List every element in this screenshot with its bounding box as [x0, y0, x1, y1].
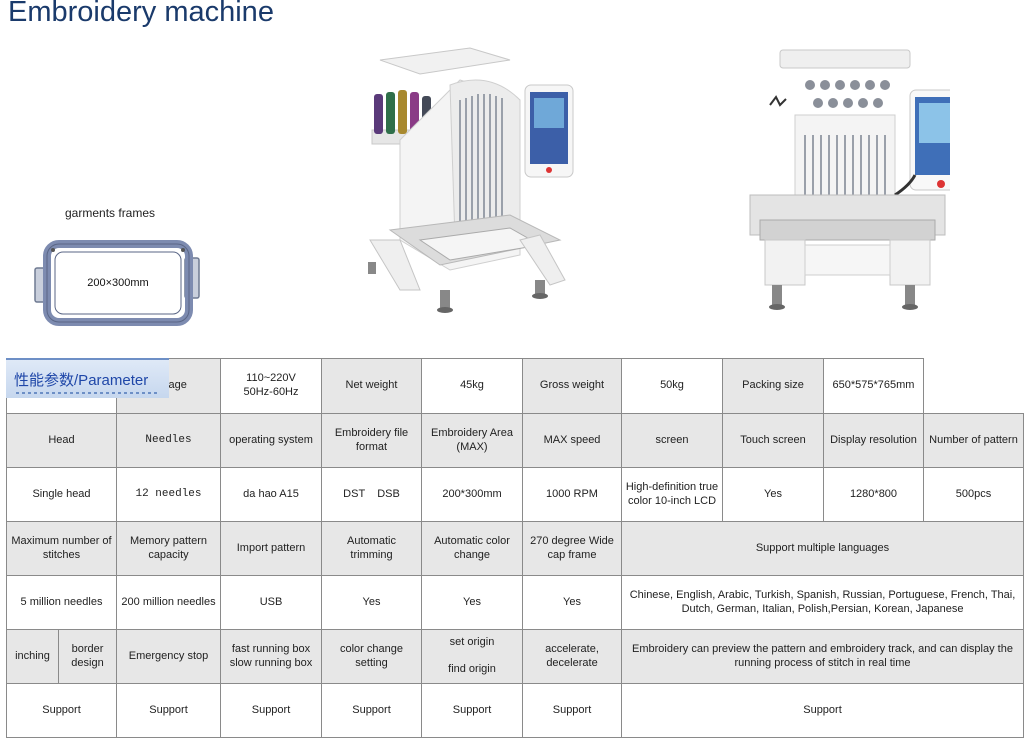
- badge-en: /Parameter: [74, 371, 149, 389]
- cell-gross-weight-value: 50kg: [621, 358, 723, 414]
- cell-packing-size-label: Packing size: [722, 358, 824, 414]
- cell-value: Support: [621, 683, 1024, 738]
- cell-value: Support: [321, 683, 422, 738]
- cell-header: Display resolution: [823, 413, 924, 468]
- cell-header: screen: [621, 413, 723, 468]
- cell-header: Touch screen: [722, 413, 824, 468]
- cell-header: border design: [58, 629, 117, 684]
- table-row: Head Needles operating system Embroidery…: [6, 413, 1024, 468]
- cell-value: Support: [522, 683, 622, 738]
- cell-header: Import pattern: [220, 521, 322, 576]
- cell-header: color change setting: [321, 629, 422, 684]
- cell-value: 500pcs: [923, 467, 1024, 522]
- cell-value: 1000 RPM: [522, 467, 622, 522]
- cell-value: Yes: [522, 575, 622, 630]
- cell-value: USB: [220, 575, 322, 630]
- table-row: Maximum number of stitches Memory patter…: [6, 521, 1024, 576]
- cell-value: da hao A15: [220, 467, 322, 522]
- cell-value: 1280*800: [823, 467, 924, 522]
- cell-value: 5 million needles: [6, 575, 117, 630]
- table-row: Single head 12 needles da hao A15 DST DS…: [6, 467, 1024, 522]
- parameter-badge: 性能参数/Parameter: [6, 358, 169, 398]
- embroidery-frame-image: 200×300mm: [33, 238, 203, 328]
- cell-header: Memory pattern capacity: [116, 521, 221, 576]
- cell-value: Yes: [421, 575, 523, 630]
- cell-net-weight-label: Net weight: [321, 358, 422, 414]
- cell-header: 270 degree Wide cap frame: [522, 521, 622, 576]
- page-title: Embroidery machine: [8, 0, 274, 28]
- cell-gross-weight-label: Gross weight: [522, 358, 622, 414]
- cell-value: 200 million needles: [116, 575, 221, 630]
- cell-header: Emergency stop: [116, 629, 221, 684]
- cell-header: set origin find origin: [421, 629, 523, 684]
- cell-value: 200*300mm: [421, 467, 523, 522]
- cell-net-weight-value: 45kg: [421, 358, 523, 414]
- cell-header: Automatic color change: [421, 521, 523, 576]
- cell-value: Single head: [6, 467, 117, 522]
- machine-angled-image: [360, 40, 590, 330]
- cell-header: Automatic trimming: [321, 521, 422, 576]
- cell-value: Support: [220, 683, 322, 738]
- cell-value: High-definition true color 10-inch LCD: [621, 467, 723, 522]
- cell-voltage-value: 110~220V 50Hz-60Hz: [220, 358, 322, 414]
- cell-header: operating system: [220, 413, 322, 468]
- cell-header: Support multiple languages: [621, 521, 1024, 576]
- cell-value: Yes: [722, 467, 824, 522]
- cell-header: Head: [6, 413, 117, 468]
- table-row: inching border design Emergency stop fas…: [6, 629, 1024, 684]
- cell-packing-size-value: 650*575*765mm: [823, 358, 924, 414]
- frame-size: 200×300mm: [87, 277, 149, 289]
- frame-icon: [34, 240, 200, 326]
- cell-header: Embroidery file format: [321, 413, 422, 468]
- badge-text: 性能参数/Parameter: [6, 369, 148, 390]
- cell-header: Embroidery Area (MAX): [421, 413, 523, 468]
- cell-header: accelerate, decelerate: [522, 629, 622, 684]
- cell-value: 12 needles: [116, 467, 221, 522]
- cell-header: Number of pattern: [923, 413, 1024, 468]
- cell-value: Support: [421, 683, 523, 738]
- cell-value: Yes: [321, 575, 422, 630]
- parameter-table: Voltage 110~220V 50Hz-60Hz Net weight 45…: [6, 358, 1024, 738]
- table-row: Support Support Support Support Support …: [6, 683, 1024, 738]
- table-row: 5 million needles 200 million needles US…: [6, 575, 1024, 630]
- cell-value: Support: [6, 683, 117, 738]
- cell-header: MAX speed: [522, 413, 622, 468]
- badge-underline: [16, 392, 159, 394]
- cell-value: Support: [116, 683, 221, 738]
- cell-header: Needles: [116, 413, 221, 468]
- badge-cn: 性能参数: [14, 371, 75, 389]
- cell-value: Chinese, English, Arabic, Turkish, Spani…: [621, 575, 1024, 630]
- frames-label: garments frames: [65, 206, 156, 220]
- machine-front-image: [740, 45, 973, 330]
- cell-header: Embroidery can preview the pattern and e…: [621, 629, 1024, 684]
- cell-value: DST DSB: [321, 467, 422, 522]
- cell-header: Maximum number of stitches: [6, 521, 117, 576]
- cell-header: fast running box slow running box: [220, 629, 322, 684]
- cell-header: inching: [6, 629, 59, 684]
